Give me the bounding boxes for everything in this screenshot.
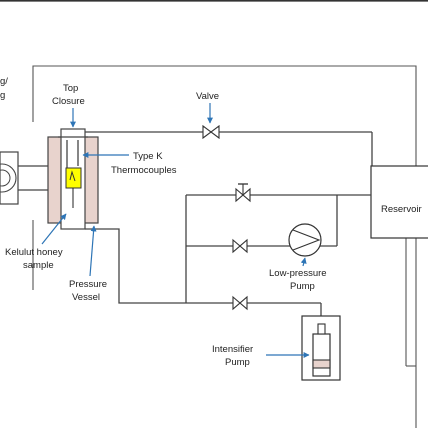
reservoir [370, 165, 428, 239]
low-pump-label-1: Low-pressure [269, 268, 327, 279]
top-closure-label-1: Top [63, 83, 78, 94]
intensifier-piston-cap [317, 323, 326, 335]
outer-frame [32, 65, 417, 166]
pump-symbol [292, 229, 321, 251]
vessel-label-2: Vessel [72, 292, 100, 303]
middle-valve [232, 238, 248, 254]
top-closure-label-2: Closure [52, 96, 85, 107]
thermocouple-label-1: Type K [133, 151, 163, 162]
arrow-vessel [89, 225, 97, 277]
bottom-valve [232, 295, 248, 311]
valve-label: Valve [196, 91, 219, 102]
arrow-honey [41, 213, 67, 245]
intensifier-label-2: Pump [225, 357, 250, 368]
intensifier-piston [312, 359, 331, 369]
thermocouple-label-2: Thermocouples [111, 165, 177, 176]
line-vessel-outlet [85, 228, 186, 304]
low-pressure-pump [288, 223, 322, 257]
left-instrument-dial-inner [0, 169, 11, 187]
vessel-label-1: Pressure [69, 279, 107, 290]
left-instrument-dial [0, 163, 17, 193]
left-instrument [0, 151, 19, 205]
intensifier-cylinder [312, 333, 331, 377]
intensifier-label-1: Intensifier [212, 344, 253, 355]
top-valve [202, 124, 220, 140]
left-label-line-1: g/ [0, 76, 8, 87]
sample-marker [69, 170, 76, 182]
left-label-line-2: g [0, 90, 5, 101]
honey-label-1: Kelulut honey [5, 247, 63, 258]
arrow-low-pump [300, 257, 307, 267]
reservoir-label: Reservoir [381, 204, 422, 215]
honey-label-2: sample [23, 260, 54, 271]
low-pump-label-2: Pump [290, 281, 315, 292]
